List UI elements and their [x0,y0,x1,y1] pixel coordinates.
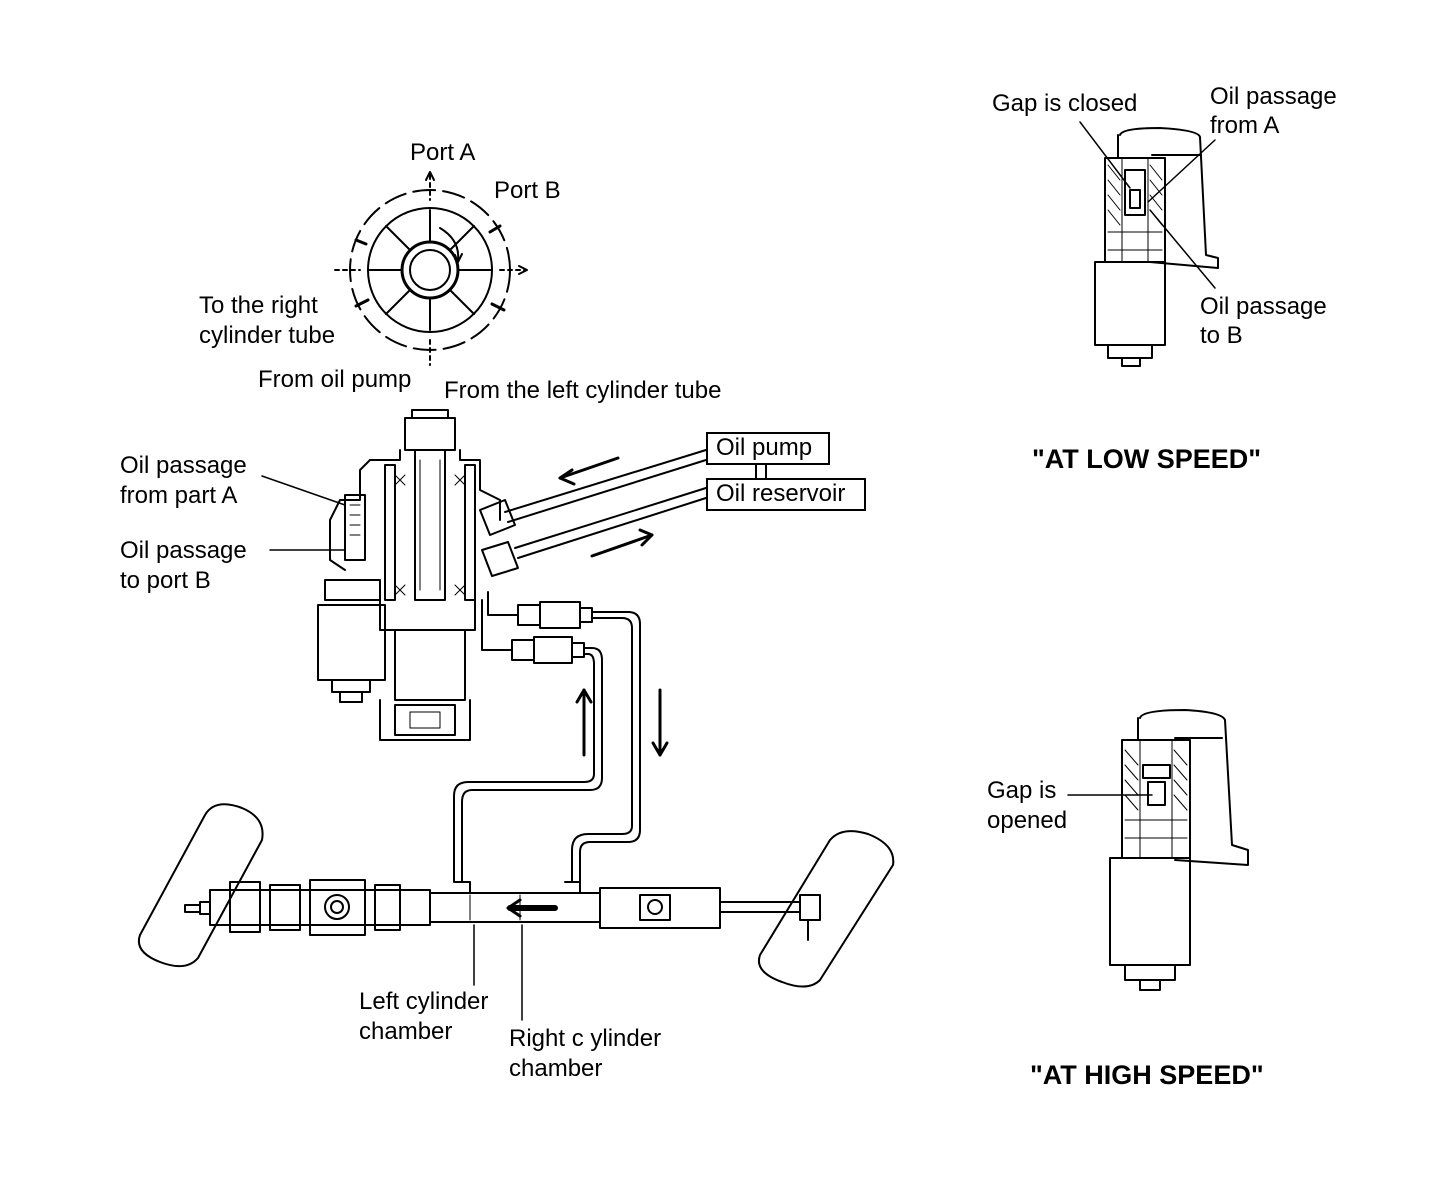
port-b-label: Port B [494,177,561,204]
gap-opened-label-line1: Gap is [987,777,1057,804]
to-right-cylinder-label-line1: To the right [199,292,318,319]
leader-lines [261,475,523,1021]
oil-lines [504,449,767,559]
high-speed-heading: "AT HIGH SPEED" [1030,1060,1264,1090]
right-cylinder-chamber-label-line1: Right c ylinder [509,1025,662,1052]
oil-passage-to-port-b-label-line1: Oil passage [120,537,247,564]
oil-pump-box: Oil pump [706,432,830,465]
rotary-valve-section [334,171,528,366]
valve-low-speed [1079,121,1219,367]
steering-gear-housing [317,409,519,741]
left-cylinder-chamber-label-line2: chamber [359,1018,453,1045]
gap-closed-label: Gap is closed [992,90,1138,117]
port-a-label: Port A [410,139,476,166]
valve-high-speed [1067,709,1249,991]
oil-passage-to-b-label-line2: to B [1200,322,1243,349]
from-left-cylinder-label: From the left cylinder tube [444,377,722,404]
gap-opened-label-line2: opened [987,807,1068,834]
cylinder-tubes [453,591,669,883]
oil-passage-to-port-b-label-line2: to port B [120,567,211,594]
oil-passage-from-part-a-label-line2: from part A [120,482,238,509]
oil-passage-to-b-label-line1: Oil passage [1200,293,1327,320]
steering-rack [184,879,821,941]
oil-reservoir-box: Oil reservoir [706,478,866,511]
right-cylinder-chamber-label-line2: chamber [509,1055,603,1082]
low-speed-heading: "AT LOW SPEED" [1032,444,1262,474]
oil-passage-from-part-a-label-line1: Oil passage [120,452,247,479]
oil-passage-from-a-label-line2: from A [1210,112,1280,139]
to-right-cylinder-label-line2: cylinder tube [199,322,336,349]
left-cylinder-chamber-label-line1: Left cylinder [359,988,489,1015]
wheels [138,803,895,988]
from-oil-pump-label: From oil pump [258,366,412,393]
oil-passage-from-a-label-line1: Oil passage [1210,83,1337,110]
